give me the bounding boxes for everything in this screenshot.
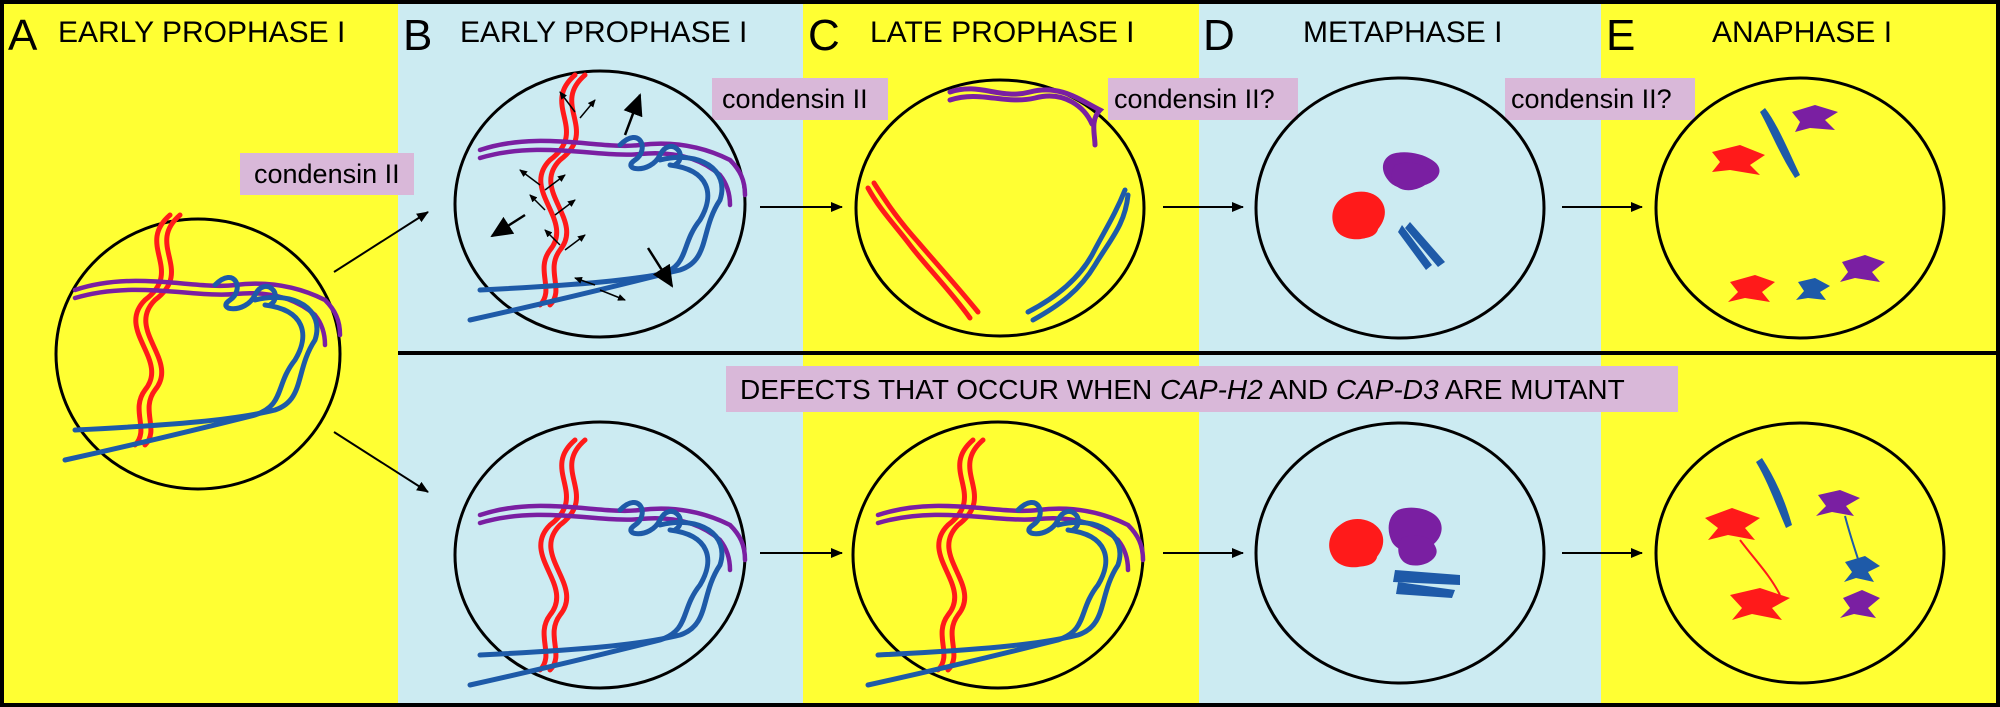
panel-e-title: ANAPHASE I bbox=[1712, 16, 1892, 49]
chromosomes-e-top bbox=[1712, 105, 1885, 302]
panel-b-letter: B bbox=[403, 11, 432, 60]
arrow-a-to-b-bottom bbox=[333, 431, 429, 493]
panel-d-letter: D bbox=[1203, 11, 1235, 60]
panel-a-title: EARLY PROPHASE I bbox=[58, 16, 345, 49]
chromosomes-d-bottom bbox=[1329, 507, 1460, 598]
mutant-banner: DEFECTS THAT OCCUR WHEN CAP-H2 AND CAP-D… bbox=[740, 374, 1625, 405]
panel-c-title: LATE PROPHASE I bbox=[870, 16, 1135, 49]
nucleus-a bbox=[54, 217, 342, 491]
arrow-a-to-b-top bbox=[333, 211, 429, 273]
banner-part1: DEFECTS THAT OCCUR WHEN bbox=[740, 374, 1160, 405]
condensin-label-a: condensin II bbox=[254, 159, 400, 189]
panel-b-title: EARLY PROPHASE I bbox=[460, 16, 747, 49]
banner-part2: AND bbox=[1263, 374, 1336, 405]
nucleus-c-top bbox=[854, 78, 1146, 338]
condensin-label-c-bg bbox=[1108, 78, 1298, 120]
condensin-label-c: condensin II? bbox=[1114, 84, 1275, 114]
nucleus-e-bottom bbox=[1654, 421, 1946, 685]
banner-gene1: CAP-H2 bbox=[1160, 374, 1263, 405]
condensin-label-a-bg bbox=[240, 153, 414, 195]
banner-part3: ARE MUTANT bbox=[1439, 374, 1625, 405]
banner-gene2: CAP-D3 bbox=[1336, 374, 1439, 405]
nucleus-d-bottom bbox=[1254, 421, 1546, 685]
panel-a-letter: A bbox=[8, 11, 38, 60]
nucleus-e-top bbox=[1654, 76, 1946, 340]
nucleus-b-top bbox=[453, 69, 747, 339]
condensin-label-d: condensin II? bbox=[1511, 84, 1672, 114]
bg-col-a bbox=[3, 3, 398, 703]
chromosomes-e-bottom bbox=[1705, 458, 1880, 620]
panel-d-title: METAPHASE I bbox=[1303, 16, 1502, 49]
condensin-label-b-bg bbox=[712, 78, 888, 120]
nucleus-d-top bbox=[1254, 76, 1546, 340]
condensin-label-d-bg bbox=[1505, 78, 1695, 120]
chromosomes-c-top bbox=[865, 86, 1131, 323]
force-arrows-b bbox=[490, 91, 674, 301]
condensin-label-b: condensin II bbox=[722, 84, 868, 114]
chromosomes-d-top bbox=[1332, 152, 1445, 270]
panel-e-letter: E bbox=[1606, 11, 1635, 60]
panel-c-letter: C bbox=[808, 11, 840, 60]
mutant-banner-bg bbox=[726, 366, 1678, 412]
